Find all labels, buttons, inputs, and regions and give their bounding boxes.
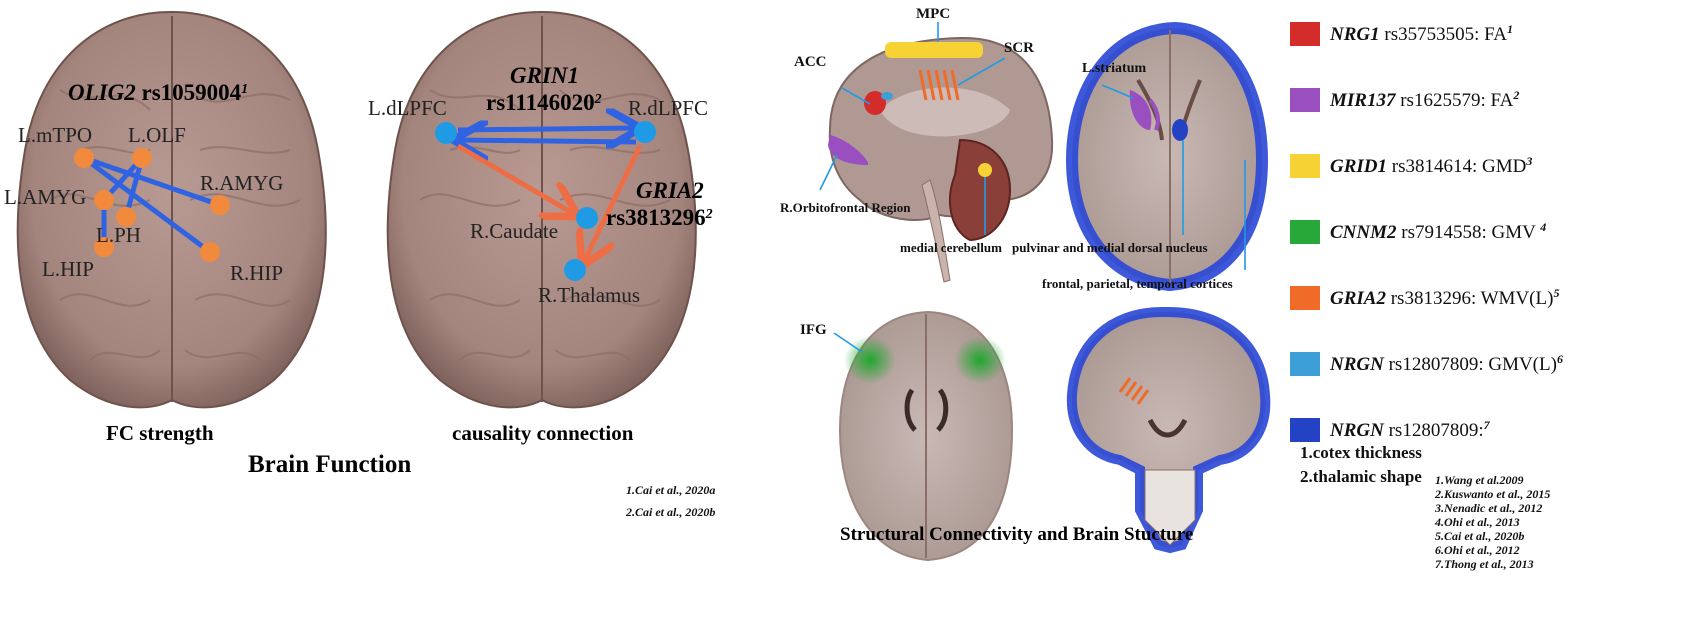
- node-r-amyg: [210, 195, 230, 215]
- legend-entry: GRID1 rs3814614: GMD3: [1330, 154, 1532, 177]
- label-cortices: frontal, parietal, temporal cortices: [1042, 276, 1233, 291]
- causality-nodes: [435, 121, 656, 281]
- legend-entry: NRG1 rs35753505: FA1: [1329, 22, 1513, 45]
- node-l-olf: [132, 148, 152, 168]
- legend-swatch: [1290, 22, 1320, 46]
- legend-swatch: [1290, 418, 1320, 442]
- label-cerebellum: medial cerebellum: [900, 240, 1002, 255]
- right-ref-3: 3.Nenadic et al., 2012: [1434, 501, 1542, 515]
- label-ifg: IFG: [800, 322, 827, 338]
- fc-nodes: [74, 148, 230, 262]
- label-l-mtpo: L.mTPO: [18, 123, 92, 147]
- fc-node-labels: L.mTPO L.OLF R.AMYG L.AMYG L.PH L.HIP R.…: [4, 123, 283, 285]
- legend-entry: MIR137 rs1625579: FA2: [1329, 88, 1519, 111]
- right-ref-6: 6.Ohi et al., 2012: [1435, 543, 1520, 557]
- label-r-amyg: R.AMYG: [200, 171, 283, 195]
- left-ref-1: 1.Cai et al., 2020a: [626, 483, 715, 497]
- brain-fc: [16, 11, 327, 409]
- left-ref-2: 2.Cai et al., 2020b: [625, 505, 715, 519]
- node-l-ph: [116, 207, 136, 227]
- right-ref-2: 2.Kuswanto et al., 2015: [1434, 487, 1550, 501]
- label-l-dlpfc: L.dLPFC: [368, 96, 447, 120]
- right-ref-1: 1.Wang et al.2009: [1435, 473, 1523, 487]
- label-mpc: MPC: [916, 6, 950, 22]
- label-acc: ACC: [794, 54, 827, 70]
- grin1-gene: GRIN1: [510, 63, 579, 88]
- label-pulvinar: pulvinar and medial dorsal nucleus: [1012, 240, 1208, 255]
- node-l-mtpo: [74, 148, 94, 168]
- right-ref-4: 4.Ohi et al., 2013: [1434, 515, 1520, 529]
- brain-function-title: Brain Function: [248, 451, 411, 478]
- legend-swatch: [1290, 220, 1320, 244]
- legend-entry: NRGN rs12807809: GMV(L)6: [1329, 352, 1563, 375]
- legend-entry: CNNM2 rs7914558: GMV 4: [1330, 220, 1546, 243]
- node-l-dlpfc: [435, 122, 457, 144]
- striatum-leader: [1101, 84, 1134, 99]
- node-l-hip: [94, 237, 114, 257]
- label-scr: SCR: [1004, 40, 1034, 56]
- label-l-amyg: L.AMYG: [4, 185, 86, 209]
- node-l-amyg: [94, 190, 114, 210]
- sagittal-leaders: [819, 22, 1006, 235]
- gria2-snp: rs38132962: [606, 205, 713, 230]
- legend-extra-line: 2.thalamic shape: [1300, 467, 1422, 486]
- causality-connections: [458, 128, 640, 262]
- right-ref-7: 7.Thong et al., 2013: [1435, 557, 1534, 571]
- legend-swatch: [1290, 286, 1320, 310]
- fc-gene-label: OLIG2 rs10590041: [68, 80, 248, 105]
- legend-swatch: [1290, 88, 1320, 112]
- fc-caption: FC strength: [106, 421, 214, 445]
- label-l-olf: L.OLF: [128, 123, 186, 147]
- label-orbito: R.Orbitofrontal Region: [780, 200, 911, 215]
- node-r-dlpfc: [634, 121, 656, 143]
- causality-caption: causality connection: [452, 421, 634, 445]
- legend-entry: GRIA2 rs3813296: WMV(L)5: [1330, 286, 1559, 309]
- label-r-dlpfc: R.dLPFC: [628, 96, 708, 120]
- label-l-hip: L.HIP: [42, 257, 94, 281]
- label-l-ph: L.PH: [96, 223, 141, 247]
- legend-swatch: [1290, 154, 1320, 178]
- label-r-caudate: R.Caudate: [470, 219, 558, 243]
- legend-swatch: [1290, 352, 1320, 376]
- causality-node-labels: L.dLPFC R.dLPFC R.Caudate R.Thalamus: [368, 96, 708, 307]
- structural-title: Structural Connectivity and Brain Stuctu…: [840, 524, 1193, 545]
- ifg-leader: [833, 332, 863, 353]
- node-r-thalamus: [564, 259, 586, 281]
- grin1-snp: rs111460202: [486, 90, 602, 115]
- right-refs: 1.Wang et al.2009 2.Kuswanto et al., 201…: [1434, 473, 1550, 571]
- gria2-gene: GRIA2: [636, 178, 704, 203]
- axial-slice-bottom: [838, 310, 1014, 562]
- legend-entry: NRGN rs12807809:7: [1329, 418, 1491, 441]
- node-r-hip: [200, 242, 220, 262]
- node-r-caudate: [576, 207, 598, 229]
- label-r-hip: R.HIP: [230, 261, 283, 285]
- label-r-thalamus: R.Thalamus: [538, 283, 640, 307]
- legend-extra-line: 1.cotex thickness: [1300, 443, 1422, 462]
- label-striatum: L.striatum: [1082, 61, 1147, 76]
- sagittal-brain: [828, 36, 1054, 283]
- right-ref-5: 5.Cai et al., 2020b: [1435, 529, 1524, 543]
- coronal-slice: [1066, 307, 1271, 554]
